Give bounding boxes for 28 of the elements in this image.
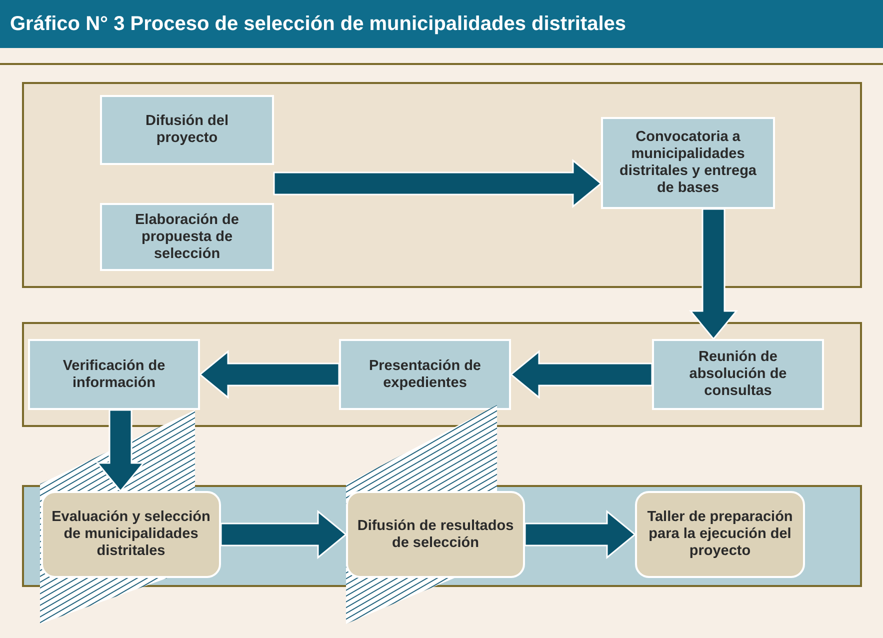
box-text: Elaboración de propuesta de selección [134,212,240,262]
title: Gráfico N° 3 Proceso de selección de municipalidades distritales [10,12,626,37]
block-arrow [96,409,146,492]
process-box [28,339,200,410]
box-text: Difusión del proyecto [144,113,230,147]
block-arrow [220,510,348,560]
process-box [601,117,775,209]
rounded-process-box [41,491,221,578]
box-text: Verificación de información [62,358,166,392]
box-text: Taller de preparación para la ejecución del proyecto [646,509,794,560]
block-arrow [524,510,636,560]
block-arrow [198,350,340,400]
box-text: Evaluación y selección de municipalidades distritales [51,509,211,560]
box-text: Reunión de absolución de consultas [688,349,788,400]
rounded-process-box [346,491,525,578]
stage-panel [22,322,862,427]
rounded-process-box [635,491,805,578]
stage-panel [22,82,862,288]
process-box [652,339,824,410]
block-arrow [273,158,602,208]
box-text: Difusión de resultados de selección [356,518,515,552]
process-box [100,95,274,165]
box-text: Presentación de expedientes [368,358,482,392]
process-box [339,339,511,410]
process-box [100,203,274,271]
block-arrow [510,350,653,400]
block-arrow [688,208,738,340]
box-text: Convocatoria a municipalidades distritales y entrega de bases [619,129,757,197]
